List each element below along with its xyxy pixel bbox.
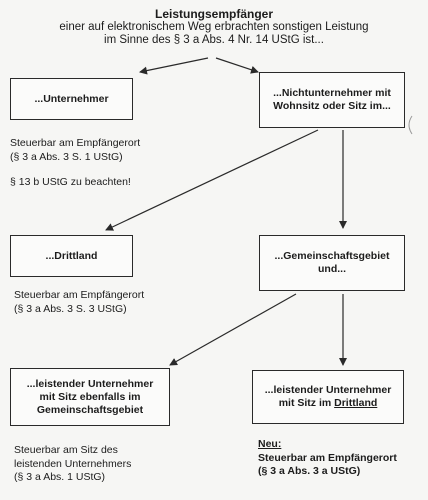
title-subline-1: einer auf elektronischem Weg erbrachten … xyxy=(59,21,369,33)
box-leistender-dritt-line2-prefix: mit Sitz im xyxy=(278,397,335,409)
note-eu-line1: Steuerbar am Sitz des xyxy=(14,444,118,456)
box-leistender-eu-line3: Gemeinschaftsgebiet xyxy=(36,403,144,416)
note-unternehmer: Steuerbar am Empfängerort (§ 3 a Abs. 3 … xyxy=(10,137,140,190)
box-leistender-dritt-line2: mit Sitz im Drittland xyxy=(279,397,378,410)
box-nichtunternehmer-line1: ...Nichtunternehmer mit xyxy=(273,87,391,99)
box-unternehmer: ...Unternehmer xyxy=(10,78,133,120)
box-unternehmer-label: ...Unternehmer xyxy=(34,92,109,105)
note-drittland-line2: (§ 3 a Abs. 3 S. 3 UStG) xyxy=(14,302,127,315)
note-unternehmer-line2: (§ 3 a Abs. 3 S. 1 UStG) xyxy=(10,150,123,163)
note-gemeinschaftsgebiet: Steuerbar am Sitz des leistenden Unterne… xyxy=(14,444,131,485)
title-heading: Leistungsempfänger xyxy=(154,7,274,21)
arrow-to-nichtunternehmer xyxy=(215,57,259,74)
arrow-to-unternehmer xyxy=(139,57,209,75)
note-eu-line3: (§ 3 a Abs. 1 UStG) xyxy=(14,471,106,483)
box-drittland: ...Drittland xyxy=(10,235,133,277)
note-unternehmer-line1: Steuerbar am Empfängerort xyxy=(10,137,141,149)
box-nichtunternehmer: ...Nichtunternehmer mit Wohnsitz oder Si… xyxy=(259,72,405,128)
arrow-to-leistender-eu xyxy=(169,293,297,366)
note-neu-line1: Steuerbar am Empfängerort xyxy=(258,451,397,464)
note-neu: Neu: Steuerbar am Empfängerort (§ 3 a Ab… xyxy=(258,438,397,479)
note-neu-line2: (§ 3 a Abs. 3 a UStG) xyxy=(258,465,361,477)
box-gemeinschaftsgebiet-line2: und... xyxy=(318,263,346,275)
box-leistender-unternehmer-drittland: ...leistender Unternehmer mit Sitz im Dr… xyxy=(252,370,404,424)
box-drittland-label: ...Drittland xyxy=(45,249,98,262)
box-leistender-dritt-line2-underlined: Drittland xyxy=(334,397,378,409)
box-gemeinschaftsgebiet-line1: ...Gemeinschaftsgebiet xyxy=(274,250,390,262)
box-leistender-unternehmer-eu: ...leistender Unternehmer mit Sitz ebenf… xyxy=(10,368,170,426)
box-leistender-eu-line1: ...leistender Unternehmer xyxy=(26,377,154,390)
box-leistender-dritt-line1: ...leistender Unternehmer xyxy=(264,384,392,396)
note-drittland: Steuerbar am Empfängerort (§ 3 a Abs. 3 … xyxy=(14,289,144,316)
title-subline-2: im Sinne des § 3 a Abs. 4 Nr. 14 UStG is… xyxy=(104,34,324,46)
note-unternehmer-line3: § 13 b UStG zu beachten! xyxy=(10,176,131,188)
diagram-title: Leistungsempfänger einer auf elektronisc… xyxy=(0,8,428,47)
note-drittland-line1: Steuerbar am Empfängerort xyxy=(14,289,145,301)
scan-mark xyxy=(408,115,413,135)
note-eu-line2: leistenden Unternehmers xyxy=(14,457,132,470)
box-nichtunternehmer-line2: Wohnsitz oder Sitz im... xyxy=(273,100,391,112)
note-neu-label: Neu: xyxy=(258,438,282,450)
arrow-to-drittland xyxy=(105,129,319,231)
box-leistender-eu-line2: mit Sitz ebenfalls im xyxy=(39,390,141,403)
box-gemeinschaftsgebiet: ...Gemeinschaftsgebiet und... xyxy=(259,235,405,291)
